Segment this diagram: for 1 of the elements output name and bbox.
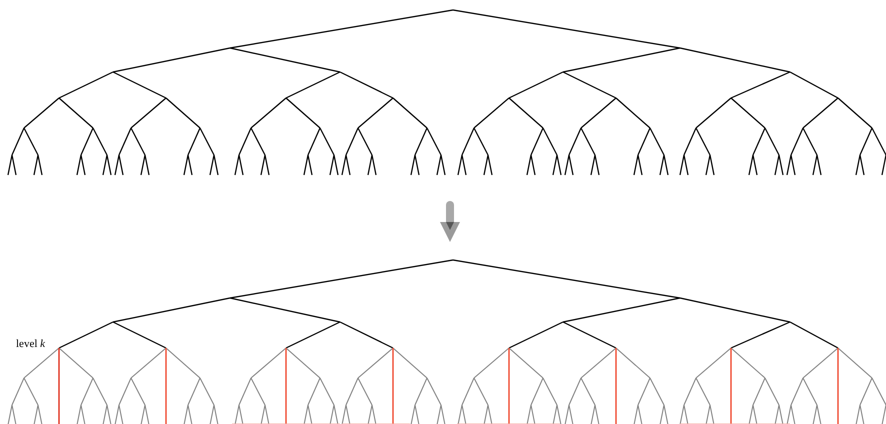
level-label: level k — [16, 338, 46, 351]
